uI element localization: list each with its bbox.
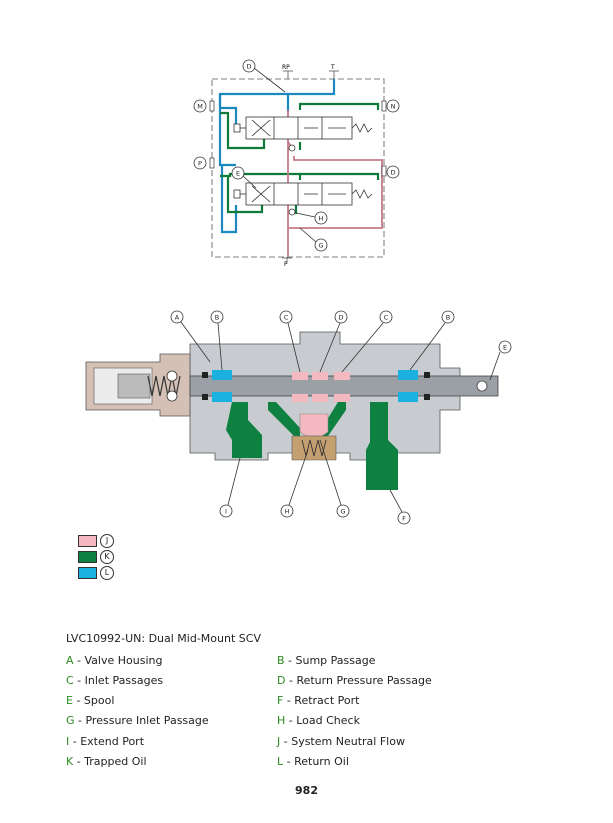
legend-item: F - Retract Port bbox=[277, 694, 360, 707]
legend-item: J - System Neutral Flow bbox=[277, 735, 405, 748]
callout-m bbox=[193, 99, 207, 113]
callout-e bbox=[231, 166, 245, 180]
callout-a bbox=[170, 310, 184, 324]
valve-cutaway: A B C D C B E I H G F bbox=[85, 310, 512, 525]
sump-passage-right bbox=[398, 370, 418, 380]
swatch-k bbox=[78, 551, 97, 563]
figure-caption: LVC10992-UN: Dual Mid-Mount SCV bbox=[66, 632, 261, 645]
swatch-l bbox=[78, 567, 97, 579]
callout-i bbox=[219, 504, 233, 518]
swatch-j-letter: J bbox=[100, 534, 114, 548]
svg-text:G: G bbox=[340, 508, 345, 516]
centering-spring bbox=[147, 375, 181, 397]
svg-text:C: C bbox=[384, 314, 389, 322]
svg-text:B: B bbox=[215, 314, 219, 322]
neutral-flow-cavities bbox=[292, 372, 350, 402]
svg-text:I: I bbox=[225, 508, 227, 516]
callout-e-spool bbox=[498, 340, 512, 354]
svg-text:N: N bbox=[391, 103, 396, 111]
callout-d-cutaway bbox=[334, 310, 348, 324]
legend-item: I - Extend Port bbox=[66, 735, 145, 748]
sump-passage-left bbox=[212, 370, 232, 380]
svg-text:G: G bbox=[318, 242, 323, 250]
svg-text:H: H bbox=[319, 215, 324, 223]
svg-text:A: A bbox=[175, 314, 180, 322]
callout-d-right bbox=[386, 165, 400, 179]
callout-h-schematic bbox=[314, 211, 328, 225]
callout-h bbox=[280, 504, 294, 518]
legend-item: D - Return Pressure Passage bbox=[277, 674, 432, 687]
svg-text:D: D bbox=[390, 169, 395, 177]
callout-d-top bbox=[242, 59, 256, 73]
hydraulic-schematic: RP T P bbox=[193, 59, 400, 268]
retract-port bbox=[366, 402, 398, 490]
spool-hole bbox=[476, 380, 488, 392]
swatch-l-letter: L bbox=[100, 566, 114, 580]
load-check-lower bbox=[288, 208, 296, 216]
legend-item: E - Spool bbox=[66, 694, 115, 707]
legend-item: K - Trapped Oil bbox=[66, 755, 147, 768]
port-rp-label: RP bbox=[282, 64, 290, 71]
callout-n bbox=[386, 99, 400, 113]
callout-b-left bbox=[210, 310, 224, 324]
callout-g-schematic bbox=[314, 238, 328, 252]
load-check-upper bbox=[288, 144, 296, 152]
swatch-j bbox=[78, 535, 97, 547]
callout-f bbox=[397, 511, 411, 525]
callout-p-left bbox=[193, 156, 207, 170]
legend-item: L - Return Oil bbox=[277, 755, 349, 768]
swatch-k-letter: K bbox=[100, 550, 114, 564]
svg-text:D: D bbox=[338, 314, 343, 322]
legend-item: G - Pressure Inlet Passage bbox=[66, 714, 209, 727]
page-number: 982 bbox=[295, 784, 318, 797]
callout-c-left bbox=[279, 310, 293, 324]
svg-text:E: E bbox=[236, 170, 240, 178]
svg-text:M: M bbox=[197, 103, 203, 111]
legend-item: C - Inlet Passages bbox=[66, 674, 164, 687]
extend-port bbox=[226, 402, 262, 458]
svg-text:P: P bbox=[198, 160, 202, 168]
svg-text:H: H bbox=[285, 508, 290, 516]
load-check-poppet bbox=[299, 413, 329, 437]
svg-text:C: C bbox=[284, 314, 289, 322]
port-p-label: P bbox=[284, 261, 288, 268]
port-t-label: T bbox=[330, 64, 335, 71]
legend-item: B - Sump Passage bbox=[277, 654, 376, 667]
callout-b-right bbox=[441, 310, 455, 324]
legend-item: A - Valve Housing bbox=[66, 654, 163, 667]
return-oil-lines bbox=[218, 79, 336, 234]
trapped-oil-lines bbox=[220, 102, 380, 214]
upper-spool-block bbox=[233, 116, 373, 140]
svg-text:D: D bbox=[246, 63, 251, 71]
load-check-body bbox=[291, 435, 337, 461]
callout-g bbox=[336, 504, 350, 518]
svg-text:B: B bbox=[446, 314, 450, 322]
callout-c-right bbox=[379, 310, 393, 324]
legend-item: H - Load Check bbox=[277, 714, 360, 727]
lower-spool-block bbox=[233, 182, 373, 206]
svg-text:E: E bbox=[503, 344, 507, 352]
svg-text:F: F bbox=[402, 515, 406, 523]
